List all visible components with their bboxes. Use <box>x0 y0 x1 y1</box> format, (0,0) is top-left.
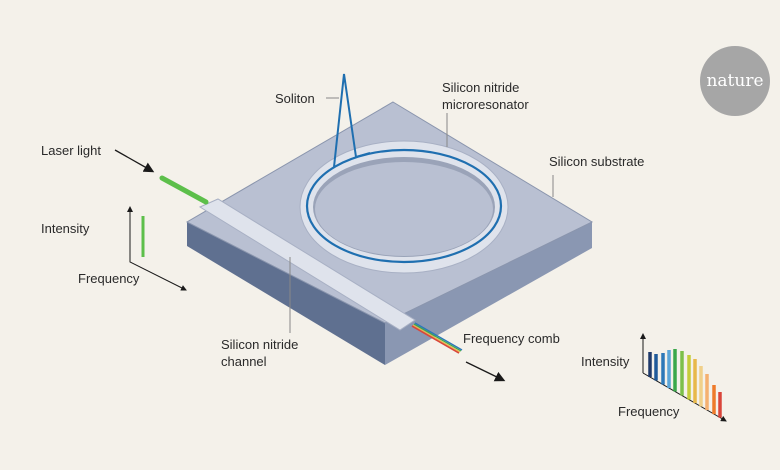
comb-spectrum-plot <box>640 333 727 422</box>
laser-arrow <box>114 149 155 173</box>
nature-logo: nature <box>700 46 770 116</box>
label-microresonator-2: microresonator <box>442 97 529 112</box>
label-comb: Frequency comb <box>463 331 560 346</box>
silicon-nitride-channel <box>198 198 416 331</box>
label-intensity-left: Intensity <box>41 221 90 236</box>
label-substrate: Silicon substrate <box>549 154 645 169</box>
comb-output-beam <box>411 322 463 354</box>
comb-arrow <box>465 361 506 382</box>
soliton-pulse <box>333 73 371 168</box>
label-frequency-right: Frequency <box>618 404 680 419</box>
laser-beam <box>159 175 209 205</box>
microresonator-ring <box>299 140 509 274</box>
label-channel-1: Silicon nitride <box>221 337 299 352</box>
label-laser: Laser light <box>41 143 101 158</box>
laser-spectrum-plot <box>127 206 187 291</box>
label-microresonator-1: Silicon nitride <box>442 80 520 95</box>
leader-lines <box>289 97 554 333</box>
label-frequency-left: Frequency <box>78 271 140 286</box>
label-soliton: Soliton <box>275 91 315 106</box>
label-channel-2: channel <box>221 354 267 369</box>
label-intensity-right: Intensity <box>581 354 630 369</box>
